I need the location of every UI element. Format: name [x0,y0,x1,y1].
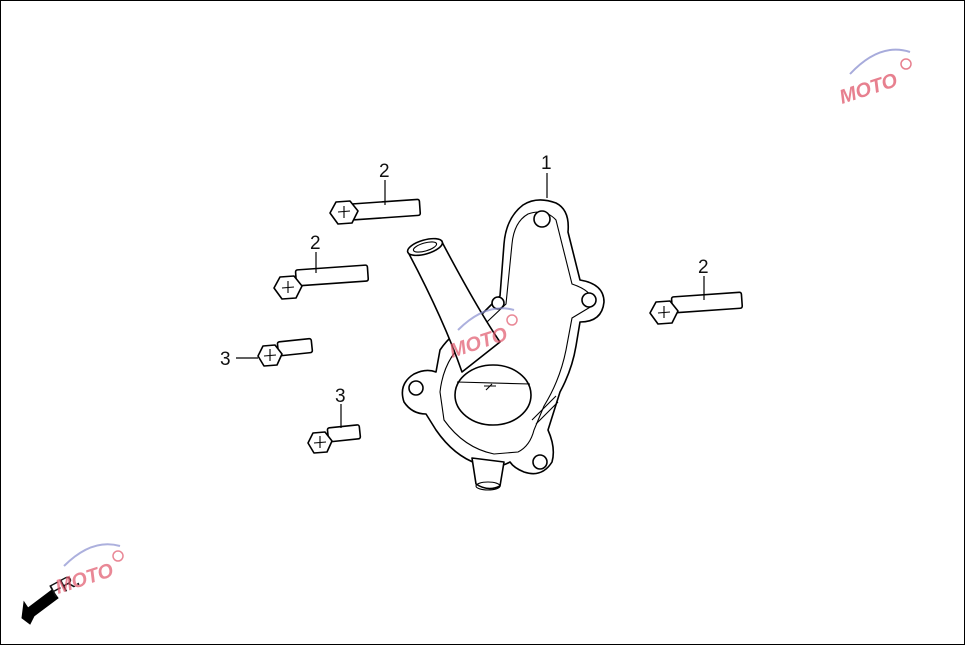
part-1-callout: 1 [541,153,552,174]
watermark-logo-bottom-left: MOTO [53,543,124,599]
long-bolt-middle [273,264,370,300]
part-2-callout-b: 2 [310,233,321,254]
watermark-text: MOTO [53,559,117,598]
part-3-callout-a: 3 [220,349,231,370]
watermark-text: MOTO [837,69,901,108]
front-arrow-icon [21,589,59,625]
gear-icon [112,550,124,562]
water-pump-cover [401,199,605,491]
gear-icon [506,314,518,326]
long-bolt-upper [329,198,422,225]
part-2-callout-c: 2 [698,257,709,278]
watermark-logo-top-right: MOTO [837,48,912,109]
part-2-callout-a: 2 [379,161,390,182]
gear-icon [900,58,912,70]
long-bolt-right [649,291,744,325]
short-bolt-lower [307,424,362,454]
short-bolt-upper [257,337,314,367]
part-3-callout-b: 3 [335,386,346,407]
